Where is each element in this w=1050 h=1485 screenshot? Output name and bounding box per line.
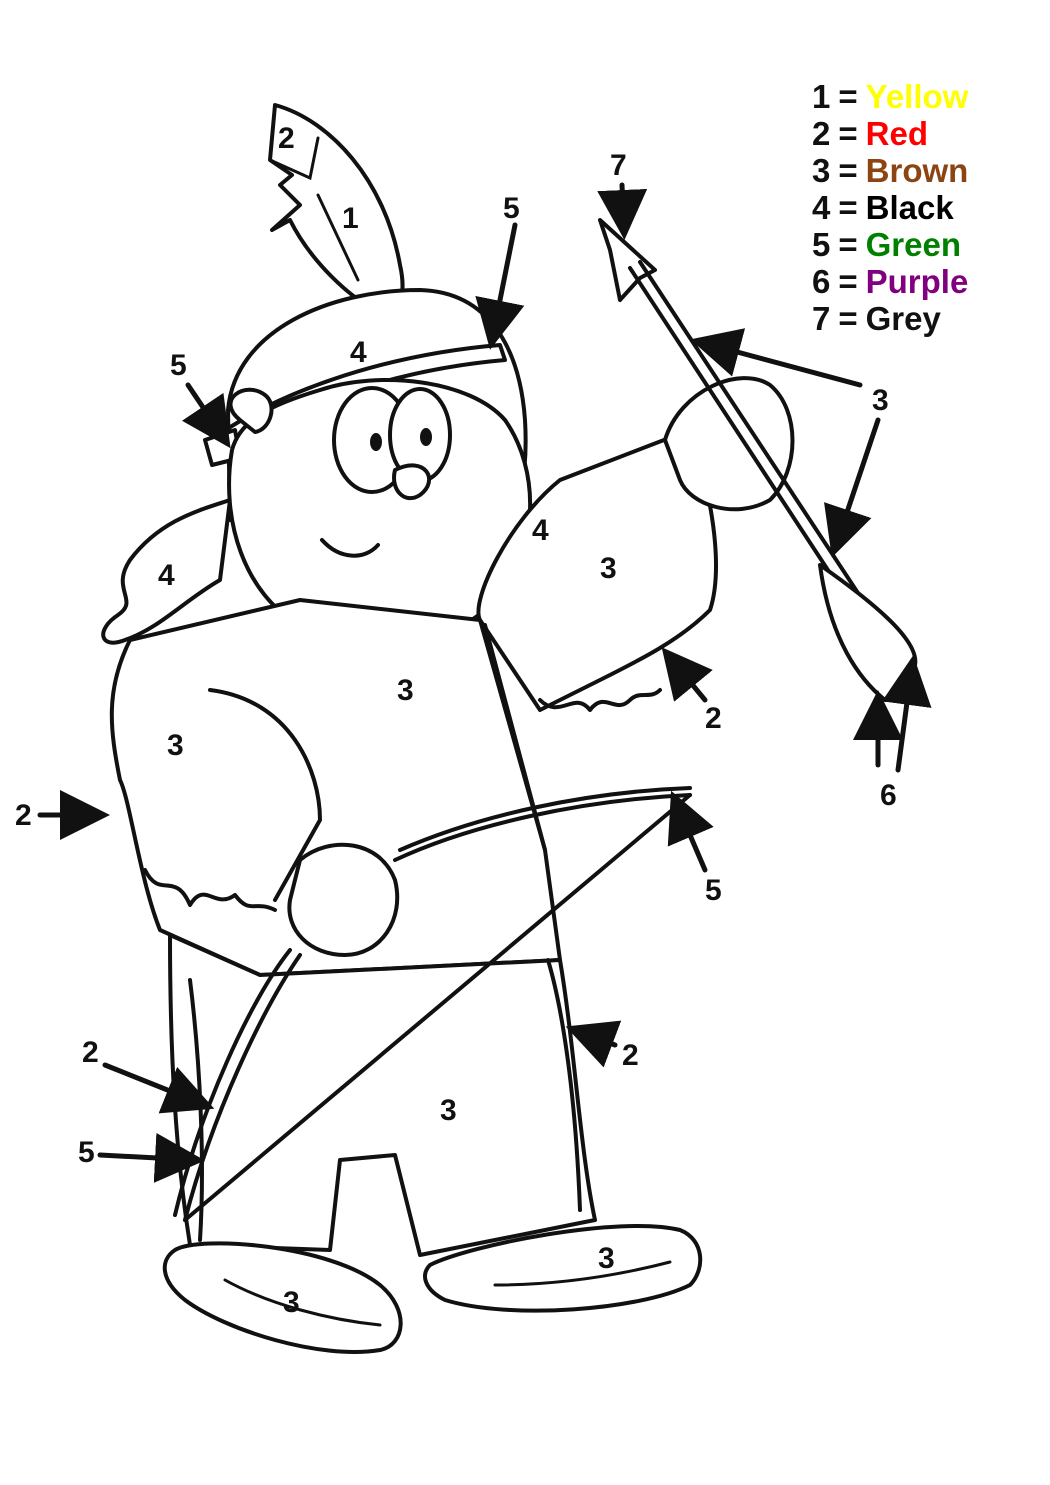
- label-arrow-fletching: 6: [880, 779, 897, 812]
- legend-separator: =: [838, 226, 858, 263]
- label-feather-tip: 2: [278, 122, 295, 155]
- label-pants: 3: [440, 1094, 457, 1127]
- legend-number: 7: [812, 300, 831, 337]
- legend-separator: =: [838, 300, 858, 337]
- legend-number: 4: [812, 189, 831, 226]
- pointer-arrows: [37, 182, 932, 1183]
- label-bow-tip: 5: [705, 874, 722, 907]
- legend-color-name: Green: [865, 226, 962, 263]
- legend-color-name: Red: [865, 115, 928, 152]
- label-shirt-center: 3: [397, 674, 414, 707]
- label-shirt-sleeve-right: 3: [600, 552, 617, 585]
- legend-color-name: Yellow: [865, 78, 969, 115]
- label-fringe-shirt: 2: [15, 799, 32, 832]
- label-hair-side: 4: [532, 514, 549, 547]
- pants-drawing: [168, 933, 597, 1257]
- legend-item: 4=Black: [812, 189, 968, 226]
- legend-number: 2: [812, 115, 831, 152]
- label-fringe-right-sleeve: 2: [705, 702, 722, 735]
- legend-item: 1=Yellow: [812, 78, 968, 115]
- legend-color-name: Grey: [865, 300, 941, 337]
- label-fringe-pants-left: 2: [82, 1036, 99, 1069]
- label-shirt-sleeve-left: 3: [167, 729, 184, 762]
- legend-item: 5=Green: [812, 226, 968, 263]
- legend-color-name: Brown: [865, 152, 969, 189]
- legend-separator: =: [838, 263, 858, 300]
- label-feather: 1: [342, 202, 359, 235]
- label-headband-left: 5: [170, 349, 187, 382]
- legend-number: 5: [812, 226, 831, 263]
- legend-number: 6: [812, 263, 831, 300]
- legend-separator: =: [838, 152, 858, 189]
- label-moccasin-left: 3: [283, 1286, 300, 1319]
- legend-separator: =: [838, 115, 858, 152]
- label-moccasin-right: 3: [598, 1242, 615, 1275]
- label-fringe-pants-right: 2: [622, 1039, 639, 1072]
- label-arrow-tip: 7: [610, 149, 627, 182]
- legend-separator: =: [838, 189, 858, 226]
- legend-item: 3=Brown: [812, 152, 968, 189]
- hand-drawing: [287, 376, 795, 957]
- region-labels: 2 1 4 4 4 5 5 7 3 3 3 3 2 2 5 2 2 5 3 3 …: [15, 122, 897, 1319]
- legend-item: 2=Red: [812, 115, 968, 152]
- legend-color-name: Purple: [865, 263, 969, 300]
- legend-item: 6=Purple: [812, 263, 968, 300]
- label-arrow-shaft: 3: [872, 384, 889, 417]
- label-hair-back: 4: [158, 559, 175, 592]
- legend-color-name: Black: [865, 189, 954, 226]
- moccasins-drawing: [162, 1223, 703, 1354]
- legend-number: 3: [812, 152, 831, 189]
- label-bow-lower: 5: [78, 1136, 95, 1169]
- legend-separator: =: [838, 78, 858, 115]
- legend-item: 7=Grey: [812, 300, 968, 337]
- label-hair-band: 4: [350, 336, 367, 369]
- label-headband-top: 5: [503, 192, 520, 225]
- shirt-drawing: [109, 428, 718, 977]
- legend-number: 1: [812, 78, 831, 115]
